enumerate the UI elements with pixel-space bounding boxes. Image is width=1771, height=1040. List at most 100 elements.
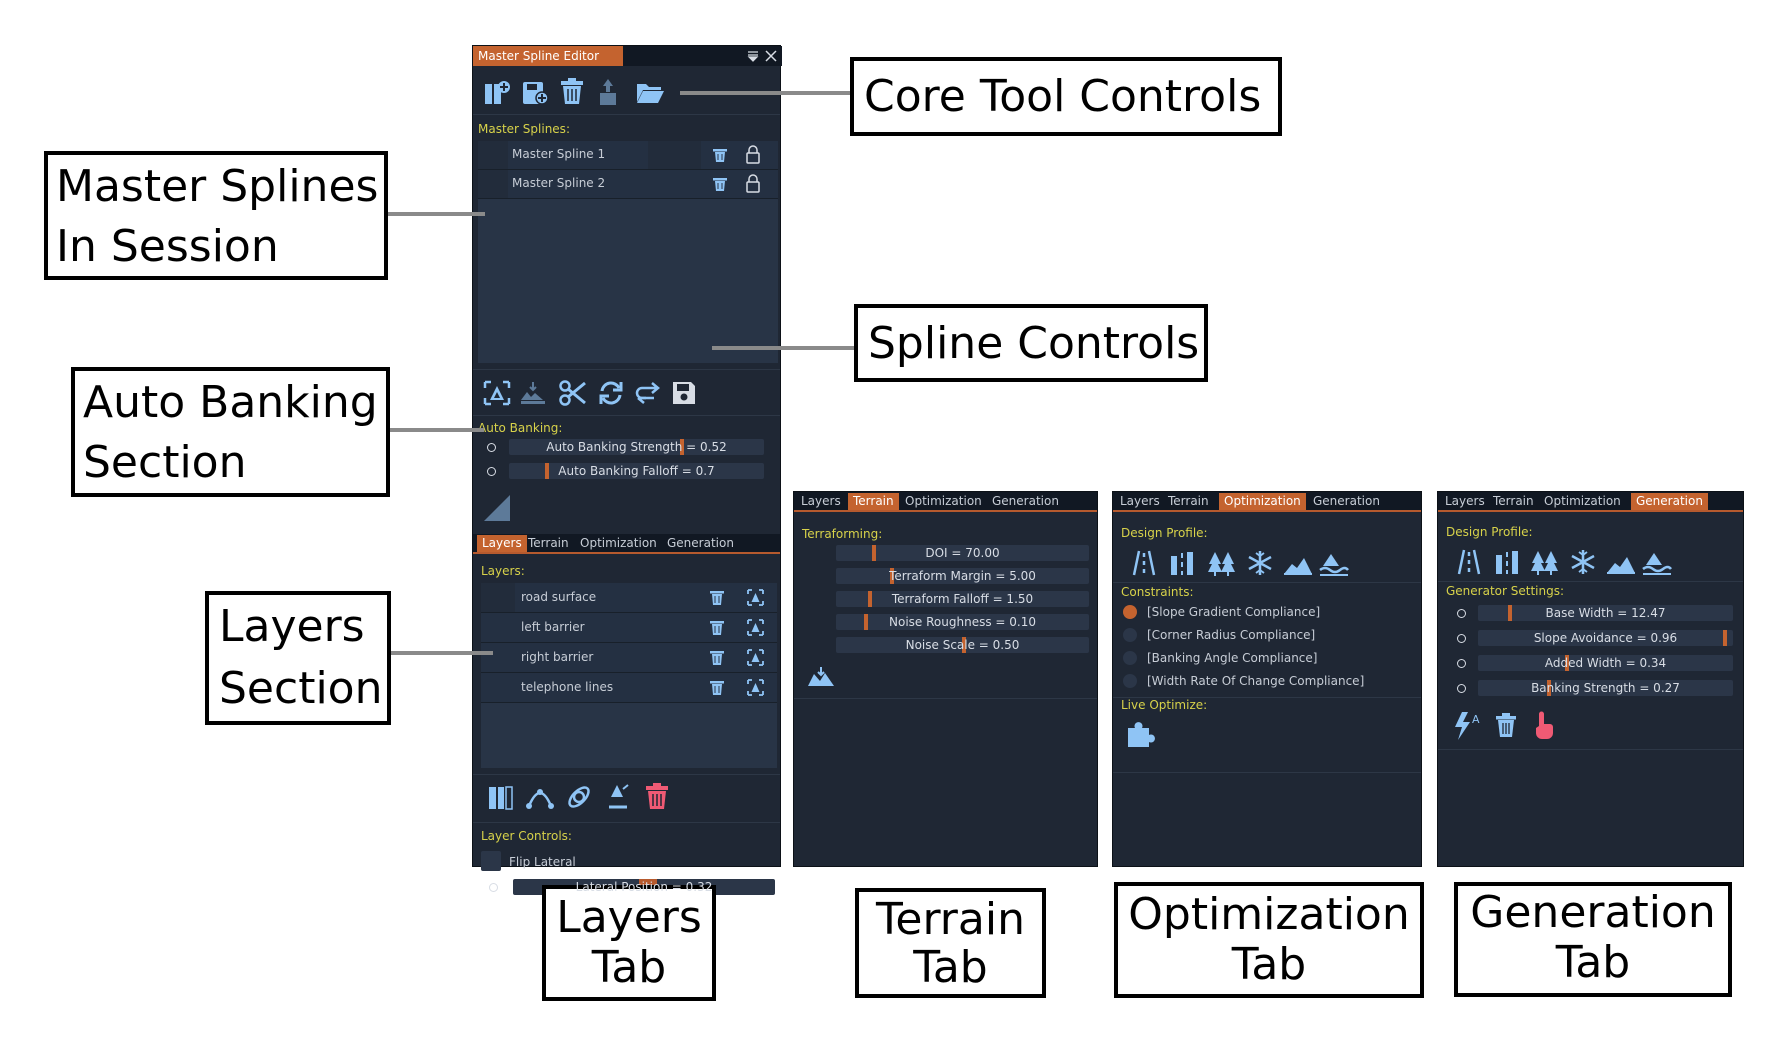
- select-icon[interactable]: [747, 679, 764, 696]
- noise-roughness-slider[interactable]: Noise Roughness = 0.10: [836, 614, 1089, 630]
- save-new-icon[interactable]: [521, 78, 549, 106]
- terraform-margin-slider[interactable]: Terraform Margin = 5.00: [836, 568, 1089, 584]
- noise-scale-slider[interactable]: Noise Scale = 0.50: [836, 637, 1089, 653]
- select-icon[interactable]: [747, 649, 764, 666]
- radio-button[interactable]: [487, 443, 496, 452]
- refresh-icon[interactable]: [597, 379, 625, 407]
- save-icon[interactable]: [671, 380, 697, 406]
- highway-icon[interactable]: [1456, 549, 1482, 575]
- auto-banking-falloff-slider[interactable]: Auto Banking Falloff = 0.7: [509, 463, 764, 479]
- master-splines-list: Master Spline 1 Master Spline 2: [478, 141, 778, 363]
- tab-layers[interactable]: Layers: [1445, 494, 1485, 508]
- select-icon[interactable]: [747, 619, 764, 636]
- radio-button[interactable]: [489, 883, 498, 892]
- tab-generation[interactable]: Generation: [1631, 493, 1708, 510]
- tab-terrain[interactable]: Terrain: [1493, 494, 1534, 508]
- flip-lateral-checkbox[interactable]: [481, 851, 501, 871]
- lateral-position-slider[interactable]: Lateral Position = 0.32: [513, 879, 775, 895]
- tab-optimization[interactable]: Optimization: [1544, 494, 1621, 508]
- terrain-flatten-icon[interactable]: [519, 380, 547, 406]
- radio-button[interactable]: [487, 467, 496, 476]
- tab-layers[interactable]: Layers: [801, 494, 841, 508]
- auto-generate-icon[interactable]: A: [1452, 711, 1482, 741]
- live-optimize-label: Live Optimize:: [1121, 698, 1208, 712]
- forest-icon[interactable]: [1530, 549, 1560, 575]
- highway-icon[interactable]: [1131, 550, 1157, 576]
- snowflake-icon[interactable]: [1247, 550, 1273, 576]
- tab-layers[interactable]: Layers: [1120, 494, 1160, 508]
- delete-icon[interactable]: [712, 176, 728, 192]
- added-width-slider[interactable]: Added Width = 0.34: [1478, 655, 1733, 671]
- scissors-icon[interactable]: [559, 379, 587, 407]
- radio-button[interactable]: [1457, 634, 1466, 643]
- slope-avoidance-slider[interactable]: Slope Avoidance = 0.96: [1478, 630, 1733, 646]
- menu-dropdown-icon[interactable]: [747, 50, 759, 62]
- constraint-toggle-on[interactable]: [1123, 605, 1137, 619]
- radio-button[interactable]: [1457, 659, 1466, 668]
- tab-optimization[interactable]: Optimization: [580, 536, 657, 550]
- tab-terrain[interactable]: Terrain: [528, 536, 569, 550]
- curve-icon[interactable]: [526, 784, 554, 810]
- tab-terrain[interactable]: Terrain: [1168, 494, 1209, 508]
- constraint-toggle[interactable]: [1123, 628, 1137, 642]
- forest-icon[interactable]: [1207, 550, 1237, 576]
- paint-layer-icon[interactable]: [604, 783, 630, 811]
- radio-button[interactable]: [1457, 609, 1466, 618]
- delete-icon[interactable]: [709, 679, 725, 696]
- banking-strength-slider[interactable]: Banking Strength = 0.27: [1478, 680, 1733, 696]
- spline-select-icon[interactable]: [483, 380, 511, 406]
- delete-icon[interactable]: [1494, 713, 1518, 739]
- tab-generation[interactable]: Generation: [667, 536, 734, 550]
- tab-optimization[interactable]: Optimization: [1219, 493, 1306, 510]
- resize-corner-icon[interactable]: [483, 494, 511, 522]
- list-item[interactable]: road surface: [481, 583, 777, 613]
- constraint-toggle[interactable]: [1123, 674, 1137, 688]
- road-layer-icon[interactable]: [488, 784, 514, 810]
- delete-icon[interactable]: [709, 619, 725, 636]
- tab-layers[interactable]: Layers: [477, 535, 527, 552]
- delete-icon[interactable]: [712, 147, 728, 163]
- terraform-icon[interactable]: [806, 665, 836, 689]
- delete-icon[interactable]: [559, 78, 585, 106]
- delete-icon[interactable]: [709, 589, 725, 606]
- terraform-falloff-slider[interactable]: Terraform Falloff = 1.50: [836, 591, 1089, 607]
- delete-icon[interactable]: [644, 783, 670, 811]
- new-spline-icon[interactable]: [483, 78, 511, 106]
- desert-icon[interactable]: [1606, 553, 1636, 575]
- constraint-toggle[interactable]: [1123, 651, 1137, 665]
- list-item[interactable]: Master Spline 2: [478, 170, 778, 199]
- coastal-icon[interactable]: [1319, 550, 1349, 576]
- tab-terrain[interactable]: Terrain: [848, 493, 899, 510]
- orbit-icon[interactable]: [565, 783, 593, 811]
- urban-road-icon[interactable]: [1169, 550, 1195, 576]
- select-icon[interactable]: [747, 589, 764, 606]
- tab-generation[interactable]: Generation: [992, 494, 1059, 508]
- callout-generation-tab: Generation Tab: [1454, 882, 1732, 997]
- tab-optimization[interactable]: Optimization: [905, 494, 982, 508]
- list-item[interactable]: telephone lines: [481, 673, 777, 703]
- close-icon[interactable]: [765, 50, 777, 62]
- delete-icon[interactable]: [709, 649, 725, 666]
- urban-road-icon[interactable]: [1494, 549, 1520, 575]
- doi-slider[interactable]: DOI = 70.00: [836, 545, 1089, 561]
- swap-icon[interactable]: [634, 380, 662, 406]
- list-item[interactable]: Master Spline 1: [478, 141, 778, 170]
- radio-button[interactable]: [1457, 684, 1466, 693]
- auto-banking-strength-slider[interactable]: Auto Banking Strength = 0.52: [509, 439, 764, 455]
- open-folder-icon[interactable]: [635, 80, 665, 104]
- tab-generation[interactable]: Generation: [1313, 494, 1380, 508]
- coastal-icon[interactable]: [1642, 549, 1672, 575]
- list-item[interactable]: left barrier: [481, 613, 777, 643]
- snowflake-icon[interactable]: [1570, 549, 1596, 575]
- base-width-slider[interactable]: Base Width = 12.47: [1478, 605, 1733, 621]
- desert-icon[interactable]: [1283, 554, 1313, 576]
- tab-bar: Layers Terrain Optimization Generation: [794, 492, 1097, 512]
- lock-icon[interactable]: [745, 145, 761, 164]
- hand-pointer-icon[interactable]: [1532, 711, 1556, 741]
- list-item[interactable]: right barrier: [481, 643, 777, 673]
- constraint-label: [Width Rate Of Change Compliance]: [1147, 674, 1365, 688]
- title-tab[interactable]: Master Spline Editor: [473, 46, 623, 66]
- lock-icon[interactable]: [745, 174, 761, 193]
- export-icon[interactable]: [597, 78, 619, 106]
- puzzle-icon[interactable]: [1125, 720, 1155, 748]
